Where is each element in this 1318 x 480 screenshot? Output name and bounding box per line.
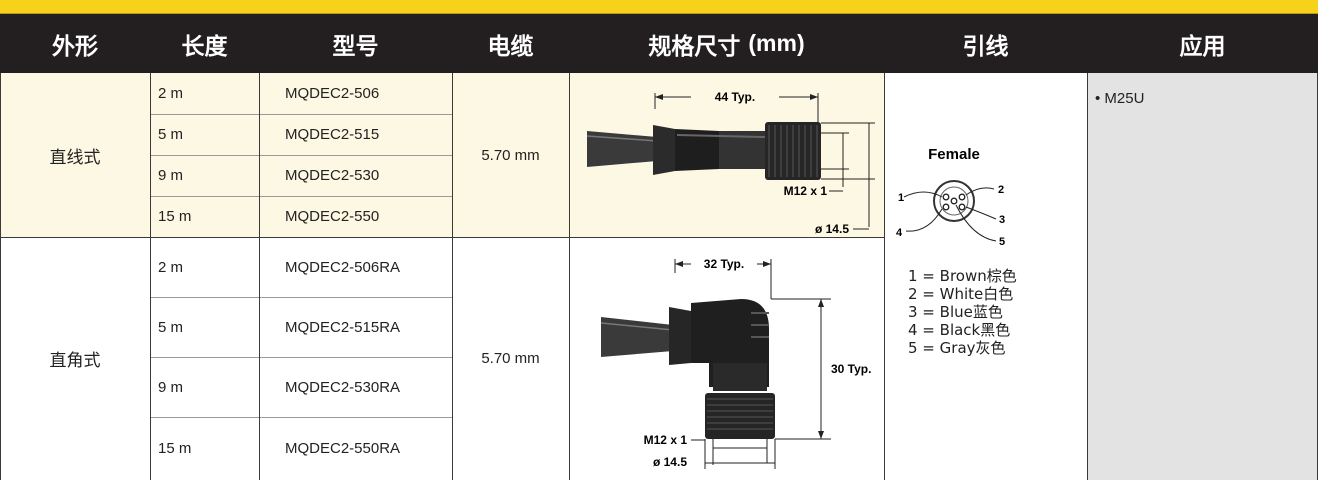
- wire-color-legend-item: 1 = Brown棕色: [908, 267, 1017, 285]
- cable-straight: 5.70 mm: [481, 146, 540, 164]
- table-header: 外形 长度 型号 电缆 规格尺寸 (mm) 引线 应用: [0, 14, 1318, 73]
- row-divider: [150, 196, 452, 197]
- dim-length-label: 32 Typ.: [704, 257, 744, 271]
- dim-length-label: 44 Typ.: [715, 90, 755, 104]
- header-shape: 外形: [52, 33, 98, 60]
- row-divider: [150, 114, 452, 115]
- wire-color-legend-item: 3 = Blue蓝色: [908, 303, 1003, 321]
- model-cell: MQDEC2-530RA: [285, 378, 401, 396]
- length-cell: 2 m: [158, 258, 184, 276]
- column-divider: [569, 73, 570, 480]
- length-cell: 15 m: [158, 440, 192, 457]
- length-cell: 9 m: [158, 378, 184, 396]
- model-cell: MQDEC2-506RA: [285, 258, 401, 276]
- group-divider: [0, 237, 884, 238]
- length-cell: 5 m: [158, 126, 184, 143]
- dim-diameter-label: ø 14.5: [815, 222, 849, 236]
- model-cell: MQDEC2-506: [285, 85, 380, 102]
- knurl-pattern: [768, 125, 818, 177]
- row-divider: [150, 155, 452, 156]
- pinout-diagram: Female 1 2 3 4 5: [896, 146, 1005, 248]
- dim-thread-label: M12 x 1: [784, 184, 828, 198]
- column-divider: [1087, 73, 1088, 480]
- pin-label: 1: [898, 192, 904, 204]
- length-cell: 9 m: [158, 167, 184, 184]
- length-cell: 15 m: [158, 208, 192, 225]
- yellow-banner: [0, 0, 1318, 14]
- header-application: 应用: [1179, 33, 1226, 60]
- column-divider: [150, 73, 151, 480]
- row-divider: [150, 297, 452, 298]
- model-cell: MQDEC2-515RA: [285, 318, 401, 336]
- wiring-background: [884, 73, 1087, 480]
- row-divider: [150, 357, 452, 358]
- model-cell: MQDEC2-550RA: [285, 440, 401, 457]
- length-cell: 2 m: [158, 85, 184, 102]
- straight-connector-drawing: 44 Typ. M12 x 1 ø 14.5: [586, 90, 875, 236]
- wire-color-legend-item: 4 = Black黑色: [908, 321, 1011, 339]
- pin-label: 3: [999, 214, 1005, 226]
- connector-type-label: Female: [928, 146, 980, 163]
- pin-label: 5: [999, 236, 1005, 248]
- model-cell: MQDEC2-530: [285, 167, 380, 184]
- header-cable: 电缆: [487, 33, 534, 60]
- pin-label: 4: [896, 227, 903, 239]
- column-divider: [884, 73, 885, 480]
- header-spec-unit: (mm): [748, 30, 805, 56]
- header-wiring: 引线: [962, 33, 1009, 60]
- column-divider: [0, 73, 1, 480]
- knurl-pattern: [707, 398, 773, 430]
- column-divider: [452, 73, 453, 480]
- row-divider: [150, 417, 452, 418]
- header-spec: 规格尺寸 (mm): [569, 14, 884, 73]
- shape-right-angle: 直角式: [49, 351, 101, 371]
- cable-right-angle: 5.70 mm: [481, 350, 540, 367]
- wire-color-legend-item: 5 = Gray灰色: [908, 339, 1006, 357]
- shape-straight: 直线式: [49, 147, 101, 168]
- header-spec-label: 规格尺寸: [648, 33, 741, 60]
- model-cell: MQDEC2-515: [285, 126, 380, 143]
- pin-label: 2: [998, 184, 1004, 196]
- application-item: • M25U: [1095, 89, 1145, 107]
- column-divider: [259, 73, 260, 480]
- dim-height-label: 30 Typ.: [831, 362, 871, 376]
- dim-diameter-label: ø 14.5: [653, 455, 687, 469]
- application-background: [1087, 73, 1318, 480]
- length-cell: 5 m: [158, 318, 184, 336]
- header-length: 长度: [181, 33, 228, 60]
- wire-color-legend-item: 2 = White白色: [908, 285, 1014, 303]
- right-angle-connector-drawing: 32 Typ. 30 Typ.: [600, 257, 871, 469]
- model-cell: MQDEC2-550: [285, 208, 380, 225]
- header-model: 型号: [332, 33, 379, 60]
- dim-thread-label: M12 x 1: [644, 433, 688, 447]
